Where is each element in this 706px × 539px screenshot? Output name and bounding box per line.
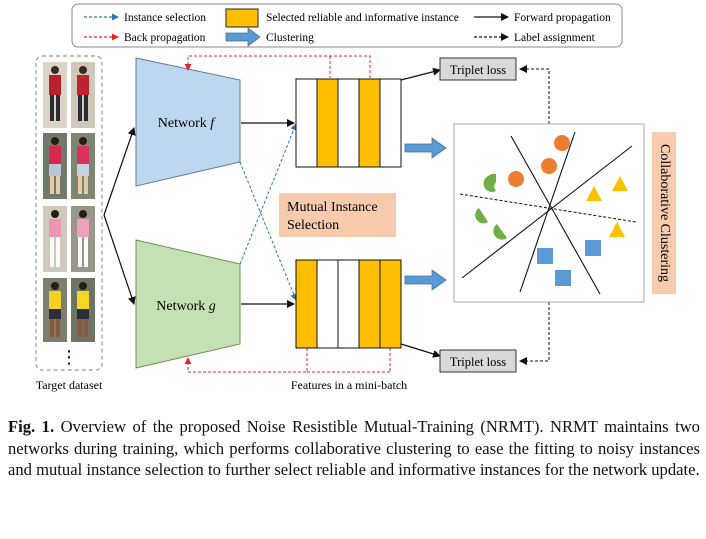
blue-square-shape [537, 248, 553, 264]
instance-cell [316, 259, 339, 349]
network-f-label: Network f [158, 116, 217, 131]
dataset-to-network-g-arrow [103, 214, 136, 305]
instance-cell [337, 259, 360, 349]
caption-label: Fig. 1. [8, 417, 55, 436]
network-g [135, 239, 241, 369]
clustering-arrow-g-icon [404, 269, 447, 291]
legend-clustering-text: Clustering [266, 32, 314, 44]
instance-selection-g-to-f-line [239, 123, 298, 265]
legend: Instance selection Back propagation Sele… [71, 3, 623, 48]
target-dataset: ⋮ Target dataset [35, 55, 103, 392]
back-propagation-g-path [184, 348, 308, 373]
clustering-arrow-f-icon [404, 137, 447, 159]
blue-square-shape [585, 240, 601, 256]
instance-cell [295, 78, 318, 168]
features-label: Features in a mini-batch [291, 378, 407, 392]
mutual-selection-line1: Mutual Instance [287, 200, 378, 215]
person-image-4a [43, 278, 67, 342]
person-image-1a [43, 62, 67, 128]
selected-instance-cell [358, 259, 381, 349]
person-image-2b [71, 133, 95, 199]
label-assignment-top-path [519, 65, 550, 124]
network-g-label: Network g [156, 299, 216, 314]
orange-circle-shape [508, 171, 524, 187]
orange-circle-shape [554, 135, 570, 151]
legend-selected-swatch [225, 8, 259, 28]
caption-text: Overview of the proposed Noise Resistibl… [8, 417, 700, 479]
legend-forward-propagation-text: Forward propagation [514, 12, 611, 24]
legend-instance-selection-text: Instance selection [124, 12, 206, 24]
yellow-triangle-shape [609, 222, 625, 237]
features-f-to-triplet-arrow [400, 67, 441, 81]
green-halfcircle-shape [475, 208, 488, 224]
person-image-2a [43, 133, 67, 199]
person-image-1b [71, 62, 95, 128]
nrmt-diagram: Instance selection Back propagation Sele… [35, 3, 676, 392]
triplet-loss-top-box: Triplet loss [439, 57, 517, 81]
person-image-3b [71, 206, 95, 272]
minibatch-f [295, 78, 402, 168]
legend-clustering-arrow-icon [225, 27, 261, 47]
green-halfcircle-shape [483, 176, 496, 192]
label-assignment-bottom-path [519, 302, 550, 365]
legend-frame [71, 3, 623, 48]
selected-instance-cell [316, 78, 339, 168]
dataset-to-network-f-arrow [103, 127, 136, 216]
minibatch-g [295, 259, 402, 349]
instance-cell [379, 78, 402, 168]
triplet-loss-bottom-box: Triplet loss [439, 349, 517, 373]
yellow-triangle-shape [586, 186, 602, 201]
legend-selected-text: Selected reliable and informative instan… [266, 12, 459, 24]
triplet-loss-bottom-label: Triplet loss [450, 355, 506, 369]
blue-square-shape [555, 270, 571, 286]
instance-cell [337, 78, 360, 168]
mutual-selection-line2: Selection [287, 218, 339, 233]
green-halfcircle-shape [493, 224, 507, 240]
target-dataset-frame [35, 55, 103, 371]
selected-instance-cell [295, 259, 318, 349]
clustering-panel [453, 123, 645, 303]
collaborative-clustering-box: Collaborative Clustering [652, 132, 676, 294]
yellow-triangle-shape [612, 176, 628, 191]
legend-label-assignment-text: Label assignment [514, 32, 596, 44]
target-dataset-label: Target dataset [36, 378, 103, 392]
cluster-boundary-1 [510, 135, 601, 295]
person-image-4b [71, 278, 95, 342]
orange-circle-shape [541, 158, 557, 174]
triplet-loss-top-label: Triplet loss [450, 63, 506, 77]
back-propagation-f-path [184, 55, 371, 78]
person-image-3a [43, 206, 67, 272]
mutual-instance-selection-box: Mutual Instance Selection [279, 193, 396, 237]
selected-instance-cell [358, 78, 381, 168]
collaborative-clustering-label: Collaborative Clustering [657, 144, 672, 282]
figure-caption: Fig. 1. Overview of the proposed Noise R… [8, 416, 700, 481]
dataset-ellipsis: ⋮ [60, 347, 78, 368]
selected-instance-cell [379, 259, 402, 349]
cluster-boundary-3 [519, 131, 576, 293]
features-g-to-triplet-arrow [400, 343, 441, 358]
legend-back-propagation-text: Back propagation [124, 32, 206, 44]
